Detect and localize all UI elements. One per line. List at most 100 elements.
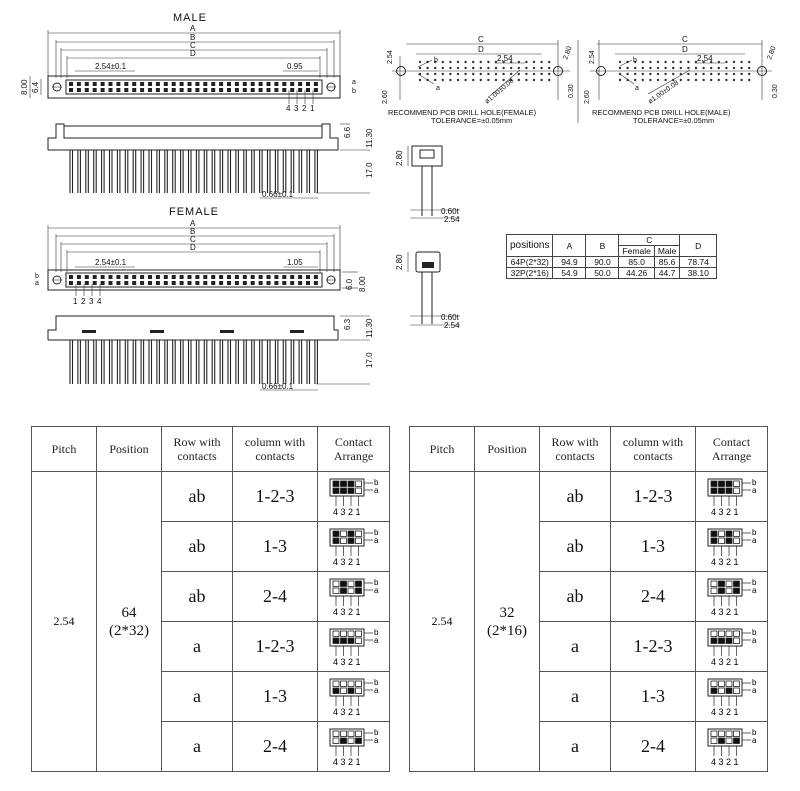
male-dim-8-00: 8.00	[20, 79, 29, 95]
contact-empty-cell	[354, 537, 362, 544]
drill-hole	[525, 60, 528, 64]
contact-number: 3	[340, 507, 345, 517]
contact-empty-cell	[347, 730, 354, 737]
contact-label-b: b	[374, 528, 379, 537]
drill-hole	[441, 72, 444, 76]
drill-hole	[732, 60, 736, 64]
pin-contact	[203, 82, 208, 86]
pin-contact	[195, 82, 200, 86]
drill-hole	[479, 78, 482, 82]
pin-contact	[234, 275, 239, 279]
contact-filled-cell	[725, 480, 732, 487]
row-contacts-cell: ab	[161, 471, 233, 522]
contact-filled-cell	[332, 537, 339, 544]
drill-hole	[672, 60, 675, 64]
pin-contact	[171, 275, 176, 279]
contact-number: 3	[718, 657, 723, 667]
pin-contact	[313, 88, 318, 92]
drill-hole	[426, 66, 429, 70]
pin-contact	[306, 82, 310, 86]
contact-label-a: a	[752, 536, 757, 545]
pin-contact	[100, 88, 105, 92]
drill-hole	[418, 78, 422, 82]
male-dim-b: B	[190, 33, 195, 42]
pin-contact	[76, 88, 81, 92]
contact-number: 3	[340, 657, 345, 667]
contact-empty-cell	[347, 630, 354, 637]
contact-empty-cell	[725, 680, 732, 687]
drill-hole	[687, 72, 690, 76]
pin-contact	[306, 275, 310, 279]
contact-empty-cell	[725, 730, 732, 737]
pin-contact	[76, 82, 81, 86]
contact-number: 2	[726, 707, 731, 717]
pin-contact	[187, 82, 192, 86]
contact-number: 4	[333, 507, 338, 517]
pin-contact	[290, 275, 295, 279]
drill-hole	[717, 60, 720, 64]
contact-number: 2	[348, 707, 353, 717]
female-dimension-lines	[47, 225, 341, 272]
drill-hole	[548, 72, 551, 76]
drill-hole	[618, 78, 622, 82]
pin-contact	[187, 281, 192, 285]
position-cell: 32(2*16)	[474, 471, 540, 772]
contact-number: 4	[333, 707, 338, 717]
drill-hole	[634, 60, 637, 64]
pin-contact	[148, 82, 152, 86]
female-pin-grid	[69, 275, 318, 285]
contact-empty-cell	[354, 530, 362, 537]
contact-number: 1	[355, 657, 360, 667]
drill-hole	[494, 60, 498, 64]
row-contacts-cell: a	[161, 721, 233, 772]
drill-hole	[418, 60, 422, 64]
contact-filled-cell	[725, 530, 732, 537]
drill-hole	[548, 60, 551, 64]
position-layout: (2*32)	[109, 622, 149, 639]
contact-empty-cell	[332, 630, 339, 637]
pin-contact	[211, 275, 216, 279]
drill-hole	[672, 72, 675, 76]
header-column-line2: contacts	[255, 449, 295, 463]
pin-contact	[250, 82, 255, 86]
contact-filled-cell	[732, 580, 740, 587]
drill-hole	[664, 78, 667, 82]
contact-empty-cell	[347, 737, 354, 744]
contact-label-a: a	[752, 736, 757, 745]
contact-filled-cell	[347, 637, 354, 644]
drill-hole	[641, 60, 644, 64]
pin-contact	[234, 88, 239, 92]
pin-contact	[274, 275, 279, 279]
drill-female-dim-2-60: 2.60	[382, 90, 389, 104]
pin-contact	[274, 88, 279, 92]
contact-empty-cell	[354, 487, 362, 494]
female-pin-number-3: 3	[89, 297, 94, 306]
drill-hole	[464, 60, 467, 64]
drill-hole	[641, 72, 644, 76]
contact-empty-cell	[717, 730, 725, 737]
pin-contact	[163, 82, 168, 86]
header-arrange-line2: Arrange	[333, 449, 374, 463]
contact-number: 2	[726, 607, 731, 617]
male-profile-view	[407, 145, 460, 219]
drill-female-dim-c: C	[478, 35, 484, 44]
male-pin-number-2: 2	[302, 104, 307, 113]
contact-number: 4	[333, 607, 338, 617]
drill-hole	[649, 66, 652, 70]
header-arrange-line1: Contact	[712, 435, 751, 449]
contact-filled-cell	[332, 530, 339, 537]
contact-filled-cell	[710, 530, 717, 537]
pin-contact	[298, 88, 303, 92]
contact-filled-cell	[717, 580, 725, 587]
table-row: 64P(2*32) 94.9 90.0 85.0 85.6 78.74	[505, 256, 718, 268]
pin-contact	[219, 275, 224, 279]
contact-number: 1	[733, 707, 738, 717]
drill-hole	[540, 66, 543, 70]
pin-contact	[250, 275, 255, 279]
